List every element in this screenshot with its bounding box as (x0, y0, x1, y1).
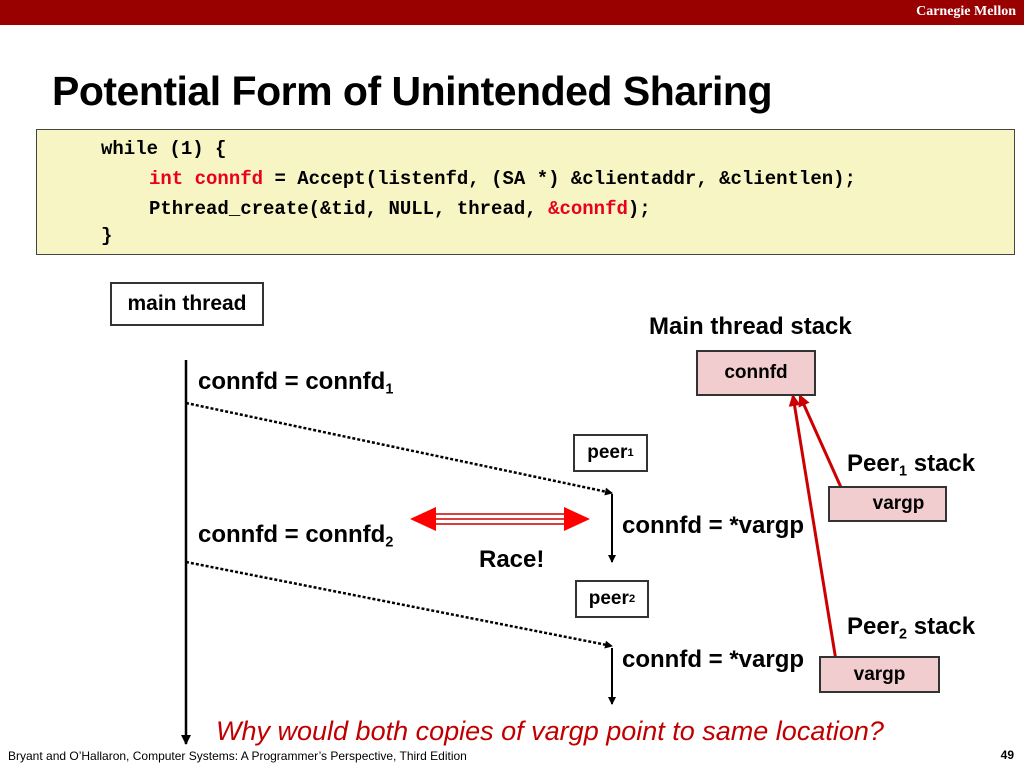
footer-citation: Bryant and O’Hallaron, Computer Systems:… (8, 749, 467, 763)
code-var-connfd: connfd (194, 168, 264, 190)
race-double-arrow (410, 507, 590, 531)
main-thread-label-box: main thread (110, 282, 264, 326)
code-line-3-end: ); (627, 198, 651, 220)
main-stack-title: Main thread stack (649, 313, 852, 340)
assign-connfd2: connfd = connfd2 (198, 521, 394, 551)
code-keyword-int: int (149, 168, 184, 190)
spawn-peer2-arrow (185, 560, 613, 649)
code-line-2: int connfd = Accept(listenfd, (SA *) &cl… (149, 168, 856, 190)
peer1-vargp-cell: vargp (828, 486, 947, 522)
spawn-peer1-arrow (185, 401, 613, 496)
brand-logo-text: Carnegie Mellon (916, 4, 1016, 19)
slide-title: Potential Form of Unintended Sharing (52, 68, 773, 114)
assign-connfd1: connfd = connfd1 (198, 368, 394, 398)
race-label: Race! (479, 546, 545, 573)
page-number: 49 (1000, 748, 1014, 762)
peer1-assignment: connfd = *vargp (622, 512, 805, 539)
code-line-2-rest: = Accept(listenfd, (SA *) &clientaddr, &… (263, 168, 856, 190)
code-line-3-start: Pthread_create(&tid, NULL, thread, (149, 198, 549, 220)
header-bar: Carnegie Mellon (0, 0, 1024, 25)
code-arg-connfd: &connfd (548, 198, 628, 220)
peer2-vargp-cell: vargp (819, 656, 940, 693)
peer2-stack-title: Peer2 stack (847, 613, 976, 643)
peer1-stack-title: Peer1 stack (847, 450, 976, 480)
main-stack-connfd-cell: connfd (696, 350, 816, 396)
peer2-assignment: connfd = *vargp (622, 646, 805, 673)
code-line-1: while (1) { (101, 138, 227, 160)
question-text: Why would both copies of vargp point to … (216, 716, 884, 746)
code-line-4: } (101, 225, 113, 247)
code-block: while (1) { int connfd = Accept(listenfd… (36, 129, 1015, 255)
code-line-3: Pthread_create(&tid, NULL, thread, &conn… (149, 198, 651, 220)
